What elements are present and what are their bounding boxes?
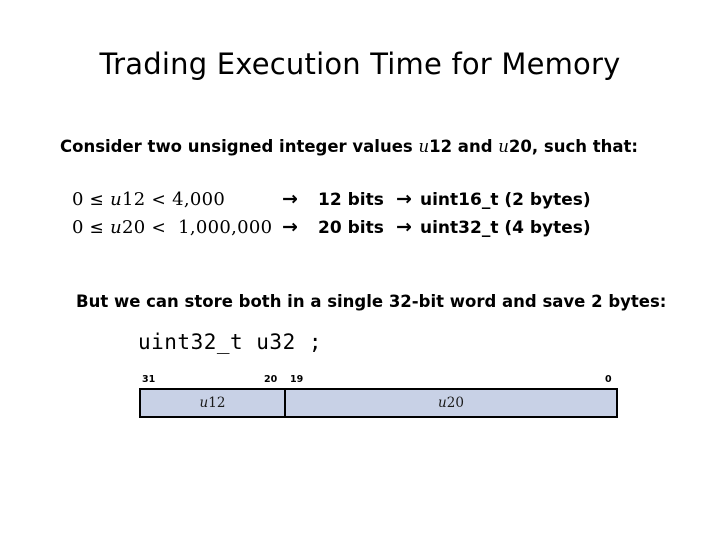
bitfield-cell-u20-number: 20 xyxy=(446,395,464,411)
arrow-right-icon: → xyxy=(282,188,298,210)
lower-bound-value: 0 xyxy=(72,217,84,238)
less-equal-operator: ≤ xyxy=(89,190,105,210)
inequality-variable-number: 12 xyxy=(121,189,146,210)
bitfield-cell-u12-symbol: u xyxy=(199,395,209,411)
bit-label-20: 20 xyxy=(264,374,278,385)
lead-statement: Consider two unsigned integer values u12… xyxy=(60,136,660,158)
bit-label-0: 0 xyxy=(605,374,612,385)
arrow-right-icon: → xyxy=(396,216,412,238)
bitfield-cell-u20-symbol: u xyxy=(438,395,447,411)
less-than-operator: < xyxy=(151,190,167,210)
c-type-label: uint16_t (2 bytes) xyxy=(420,190,591,210)
lead-text-before: Consider two unsigned integer values xyxy=(60,137,419,156)
inequality-row: 0 ≤ u20 < 1,000,000 → 20 bits → uint32_t… xyxy=(72,216,662,244)
upper-bound-value: 1,000,000 xyxy=(178,217,273,238)
bit-label-19: 19 xyxy=(290,374,304,385)
inequality-list: 0 ≤ u12 < 4,000 → 12 bits → uint16_t (2 … xyxy=(72,188,662,244)
code-declaration: uint32_t u32 ; xyxy=(138,330,323,354)
bitfield-cell-u12-number: 12 xyxy=(208,395,226,411)
lead-statement-block: Consider two unsigned integer values u12… xyxy=(60,136,660,158)
upper-bound-value: 4,000 xyxy=(172,189,226,210)
less-than-operator: < xyxy=(151,218,167,238)
arrow-right-icon: → xyxy=(282,216,298,238)
c-type-label: uint32_t (4 bytes) xyxy=(420,218,591,238)
lower-bound-value: 0 xyxy=(72,189,84,210)
inequality-variable-number: 20 xyxy=(121,217,146,238)
storage-statement: But we can store both in a single 32-bit… xyxy=(76,292,667,311)
page-title: Trading Execution Time for Memory xyxy=(99,47,621,81)
lead-variable-u20-number: 20 xyxy=(508,137,532,156)
less-equal-operator: ≤ xyxy=(89,218,105,238)
lead-variable-u12-number: 12 xyxy=(429,137,453,156)
inequality-expression: 0 ≤ u12 < 4,000 xyxy=(72,189,282,210)
lead-variable-u12-symbol: u xyxy=(418,137,430,156)
bit-index-labels: 31 20 19 0 xyxy=(139,374,618,388)
inequality-row: 0 ≤ u12 < 4,000 → 12 bits → uint16_t (2 … xyxy=(72,188,662,216)
lead-variable-u20-symbol: u xyxy=(498,137,509,156)
inequality-variable-symbol: u xyxy=(110,189,122,210)
lead-text-middle: and xyxy=(452,137,499,156)
bit-width-label: 12 bits xyxy=(318,190,384,210)
inequality-variable-symbol: u xyxy=(110,217,122,238)
bit-label-31: 31 xyxy=(142,374,156,385)
lead-text-after: , such that: xyxy=(531,137,638,156)
bit-width-label: 20 bits xyxy=(318,218,384,238)
inequality-expression: 0 ≤ u20 < 1,000,000 xyxy=(72,217,282,238)
arrow-right-icon: → xyxy=(396,188,412,210)
